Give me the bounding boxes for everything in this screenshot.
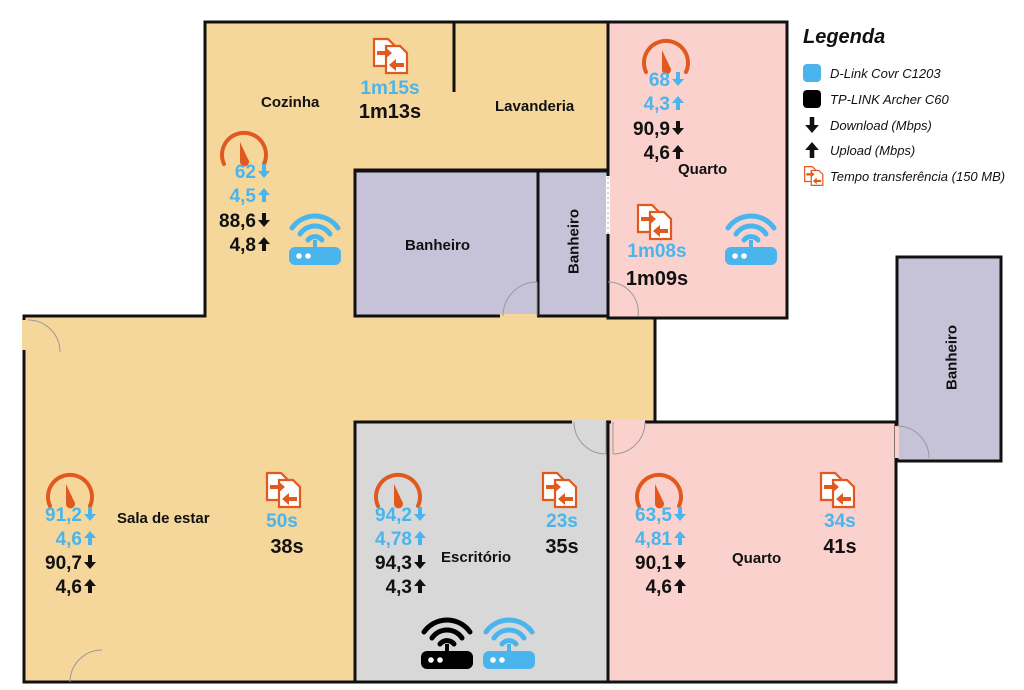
file-transfer-icon [264, 470, 304, 510]
legend-item-download: Download (Mbps) [803, 115, 932, 135]
room-banheiro-2 [536, 169, 610, 318]
arrow-up-icon [414, 579, 426, 593]
file-transfer-icon [635, 202, 675, 242]
legend-item-tplink: TP-LINK Archer C60 [803, 89, 949, 109]
room-label-escritorio: Escritório [441, 549, 512, 566]
quarto1-time-dlink: 1m08s [627, 241, 687, 262]
quarto2-time-dlink: 34s [824, 511, 856, 532]
arrow-up-icon [672, 96, 684, 110]
room-label-lavanderia: Lavanderia [495, 98, 575, 115]
room-banheiro-3 [895, 255, 1003, 463]
arrow-down-icon [258, 164, 270, 178]
sala-ul-dlink: 4,6 [20, 529, 96, 551]
arrow-up-icon [674, 579, 686, 593]
arrow-down-icon [84, 555, 96, 569]
room-quarto-2 [606, 420, 898, 684]
legend-item-upload: Upload (Mbps) [803, 140, 915, 160]
room-label-banheiro-3: Banheiro [943, 325, 961, 391]
escritorio-ul-dlink: 4,78 [346, 529, 426, 551]
escritorio-time-tplink: 35s [545, 536, 579, 558]
quarto1-ul-dlink: 4,3 [612, 94, 684, 116]
tplink-color-swatch [803, 90, 821, 108]
sala-dl-dlink: 91,2 [20, 505, 96, 527]
arrow-down-icon [258, 213, 270, 227]
room-label-quarto-1: Quarto [678, 161, 728, 178]
wifi-router-icon [482, 612, 536, 670]
sala-time-tplink: 38s [270, 536, 304, 558]
arrow-down-icon [674, 555, 686, 569]
arrow-down-icon [414, 555, 426, 569]
legend-label-upload: Upload (Mbps) [830, 142, 916, 158]
escritorio-dl-dlink: 94,2 [346, 505, 426, 527]
speedometer-icon [44, 470, 96, 510]
room-label-banheiro-2: Banheiro [565, 209, 583, 275]
quarto1-time-tplink: 1m09s [625, 268, 689, 290]
cozinha-time-tplink: 1m13s [358, 101, 422, 123]
arrow-up-icon [258, 188, 270, 202]
arrow-up-icon [414, 531, 426, 545]
quarto1-ul-tplink: 4,6 [612, 143, 684, 165]
arrow-down-icon [674, 507, 686, 521]
cozinha-ul-dlink: 4,5 [200, 186, 270, 208]
speedometer-icon [633, 470, 685, 510]
quarto2-ul-tplink: 4,6 [606, 577, 686, 599]
legend-item-transfer: Tempo transferência (150 MB) [803, 166, 1005, 186]
room-label-quarto-2: Quarto [732, 550, 782, 567]
arrow-up-icon [672, 145, 684, 159]
legend-label-download: Download (Mbps) [830, 117, 932, 133]
arrow-up-icon [84, 579, 96, 593]
legend-label-transfer: Tempo transferência (150 MB) [830, 168, 1006, 184]
legend-label-tplink: TP-LINK Archer C60 [830, 91, 949, 107]
quarto2-dl-tplink: 90,1 [606, 553, 686, 575]
room-quarto-1 [606, 20, 789, 320]
escritorio-ul-tplink: 4,3 [346, 577, 426, 599]
room-label-cozinha: Cozinha [261, 94, 320, 111]
quarto2-ul-dlink: 4,81 [606, 529, 686, 551]
file-transfer-icon [818, 470, 858, 510]
legend-title: Legenda [803, 26, 886, 48]
cozinha-dl-dlink: 62 [200, 162, 270, 184]
escritorio-dl-tplink: 94,3 [346, 553, 426, 575]
escritorio-time-dlink: 23s [546, 511, 578, 532]
legend-label-dlink: D-Link Covr C1203 [830, 65, 941, 81]
arrow-down-icon [414, 507, 426, 521]
arrow-down-icon [805, 117, 819, 133]
wifi-router-icon [724, 208, 778, 266]
arrow-down-icon [672, 72, 684, 86]
quarto1-dl-tplink: 90,9 [604, 119, 684, 141]
file-transfer-icon [803, 165, 825, 187]
cozinha-dl-tplink: 88,6 [190, 211, 270, 233]
file-transfer-icon [540, 470, 580, 510]
wifi-router-icon [420, 612, 474, 670]
sala-dl-tplink: 90,7 [20, 553, 96, 575]
wifi-router-icon [288, 208, 342, 266]
quarto2-time-tplink: 41s [823, 536, 857, 558]
arrow-up-icon [258, 237, 270, 251]
room-label-sala: Sala de estar [117, 510, 210, 527]
arrow-down-icon [672, 121, 684, 135]
quarto2-dl-dlink: 63,5 [606, 505, 686, 527]
arrow-up-icon [805, 142, 819, 158]
sala-time-dlink: 50s [266, 511, 298, 532]
room-label-banheiro-1: Banheiro [405, 237, 471, 254]
quarto1-dl-dlink: 68 [612, 70, 684, 92]
arrow-up-icon [674, 531, 686, 545]
arrow-down-icon [84, 507, 96, 521]
speedometer-icon [372, 470, 424, 510]
cozinha-ul-tplink: 4,8 [200, 235, 270, 257]
file-transfer-icon [371, 36, 411, 76]
arrow-up-icon [84, 531, 96, 545]
legend-item-dlink: D-Link Covr C1203 [803, 63, 941, 83]
sala-ul-tplink: 4,6 [20, 577, 96, 599]
dlink-color-swatch [803, 64, 821, 82]
cozinha-time-dlink: 1m15s [360, 78, 420, 99]
